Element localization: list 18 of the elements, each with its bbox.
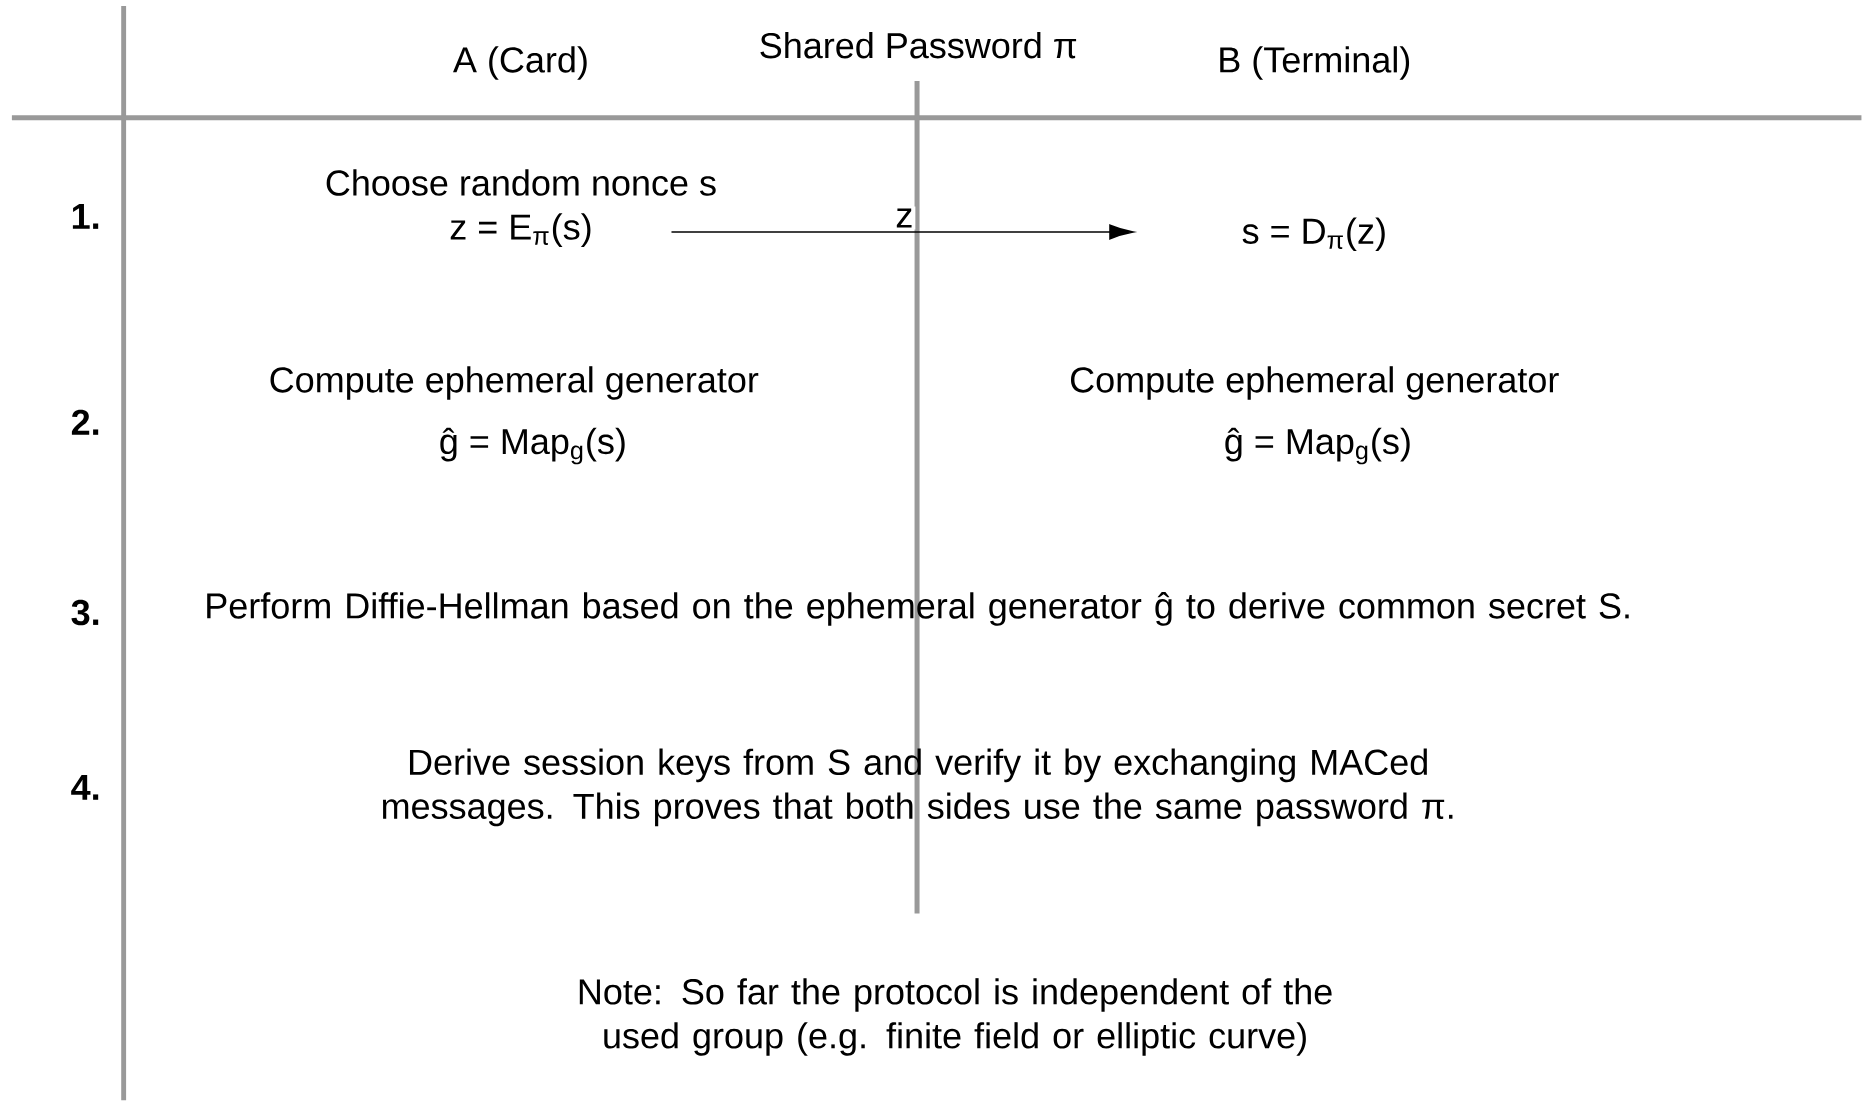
step-text: ĝ = Map$_{g}$(s) xyxy=(440,427,625,465)
step-text: B (Terminal) xyxy=(1220,46,1410,80)
step-text: ĝ = Map$_{g}$(s) xyxy=(1225,427,1410,465)
step-text: Derive session keys from S and verify it by exchanging MACed messages. This proves that both sides use the same password π. xyxy=(382,748,1453,827)
step-text: Compute ephemeral generator xyxy=(1071,366,1559,400)
step-text: s = D$_{π}$(z) xyxy=(1242,217,1385,252)
step-text: Shared Password π xyxy=(760,31,1077,59)
step-text: Compute ephemeral generator xyxy=(270,366,759,400)
step-number: 3. xyxy=(71,599,99,626)
step-number: 2. xyxy=(71,409,99,435)
step-number: 4. xyxy=(71,775,99,800)
step-text: Choose random nonce s z = E$_{π}$(s) xyxy=(326,169,716,247)
edge-label: z xyxy=(893,206,916,230)
step-text: Note: So far the protocol is independent of the used group (e.g. finite field or elliptic curve) xyxy=(579,978,1332,1056)
step-text: A (Card) xyxy=(453,46,587,80)
step-text: Perform Diffie-Hellman based on the ephemeral generator ĝ to derive common secret S. xyxy=(207,592,1629,626)
arrow xyxy=(670,224,1134,240)
step-number: 1. xyxy=(72,204,99,229)
